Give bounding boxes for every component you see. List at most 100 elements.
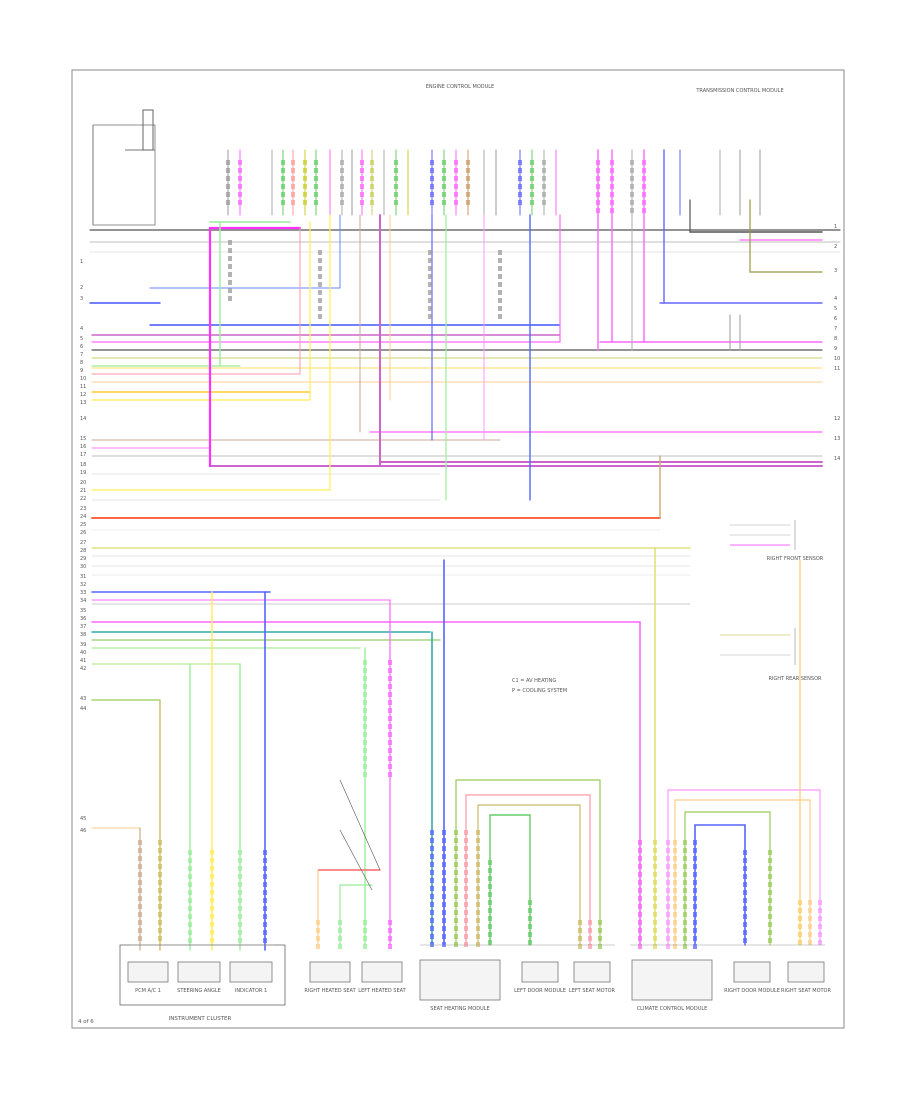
pin-segment: [673, 880, 677, 885]
pin-segment: [488, 892, 492, 897]
pin-segment: [388, 700, 392, 705]
pin-segment: [454, 200, 458, 205]
pin-segment: [360, 184, 364, 189]
pin-segment: [464, 854, 468, 859]
left-pin-number: 37: [80, 624, 86, 630]
pin-segment: [454, 934, 458, 939]
pin-segment: [291, 192, 295, 197]
component-label: RIGHT HEATED SEAT: [304, 988, 356, 994]
pin-segment: [442, 934, 446, 939]
pin-segment: [314, 176, 318, 181]
pin-segment: [693, 888, 697, 893]
pin-segment: [673, 920, 677, 925]
pin-segment: [238, 898, 242, 903]
pin-segment: [653, 848, 657, 853]
pin-segment: [430, 160, 434, 165]
pin-segment: [818, 940, 822, 945]
pin-segment: [303, 168, 307, 173]
pin-segment: [518, 168, 522, 173]
pin-segment: [238, 176, 242, 181]
pin-segment: [638, 848, 642, 853]
pin-segment: [598, 936, 602, 941]
pin-segment: [226, 184, 230, 189]
pin-segment: [476, 830, 480, 835]
pin-segment: [653, 912, 657, 917]
pin-segment: [360, 192, 364, 197]
pin-segment: [638, 944, 642, 949]
component-label: LEFT SEAT MOTOR: [569, 988, 616, 994]
left-pin-number: 4: [80, 326, 83, 332]
pin-segment: [768, 866, 772, 871]
pin-segment: [673, 864, 677, 869]
pin-segment: [693, 864, 697, 869]
pin-segment: [693, 880, 697, 885]
pin-segment: [666, 872, 670, 877]
left-pin-number: 40: [80, 650, 86, 656]
pin-segment: [430, 176, 434, 181]
pin-segment: [466, 200, 470, 205]
pin-segment: [630, 168, 634, 173]
right-pin-number: 10: [834, 356, 840, 362]
pin-segment: [530, 176, 534, 181]
pin-segment: [673, 896, 677, 901]
left-pin-number: 2: [80, 285, 83, 291]
pin-segment: [666, 856, 670, 861]
pin-segment: [542, 168, 546, 173]
pin-segment: [638, 936, 642, 941]
pin-segment: [430, 854, 434, 859]
component-label: LEFT HEATED SEAT: [358, 988, 406, 994]
left-pin-number: 1: [80, 259, 83, 265]
pin-segment: [388, 920, 392, 925]
component-label: ENGINE CONTROL MODULE: [426, 84, 494, 90]
pin-segment: [388, 740, 392, 745]
pin-segment: [683, 904, 687, 909]
pin-segment: [596, 200, 600, 205]
left-pin-number: 25: [80, 522, 86, 528]
pin-segment: [318, 290, 322, 295]
component-box: [631, 959, 713, 1001]
pin-segment: [673, 872, 677, 877]
pin-segment: [394, 192, 398, 197]
pin-segment: [653, 840, 657, 845]
pin-segment: [228, 296, 232, 301]
pin-segment: [370, 192, 374, 197]
pin-segment: [598, 920, 602, 925]
left-pin-number: 26: [80, 530, 86, 536]
pin-segment: [340, 200, 344, 205]
pin-segment: [528, 916, 532, 921]
pin-segment: [464, 918, 468, 923]
pin-segment: [158, 904, 162, 909]
pin-segment: [318, 258, 322, 263]
pin-segment: [666, 912, 670, 917]
pin-segment: [442, 942, 446, 947]
pin-segment: [442, 184, 446, 189]
pin-segment: [226, 176, 230, 181]
pin-segment: [281, 200, 285, 205]
pin-segment: [488, 940, 492, 945]
pin-segment: [476, 934, 480, 939]
pin-segment: [693, 928, 697, 933]
pin-segment: [442, 846, 446, 851]
pin-segment: [363, 684, 367, 689]
pin-segment: [454, 160, 458, 165]
pin-segment: [281, 160, 285, 165]
component-label: RIGHT DOOR MODULE: [724, 988, 780, 994]
pin-segment: [238, 866, 242, 871]
right-pin-number: 14: [834, 456, 840, 462]
left-pin-number: 6: [80, 344, 83, 350]
left-pin-number: 29: [80, 556, 86, 562]
left-pin-number: 13: [80, 400, 86, 406]
pin-segment: [318, 314, 322, 319]
pin-segment: [464, 870, 468, 875]
pin-segment: [476, 918, 480, 923]
pin-segment: [158, 872, 162, 877]
pin-segment: [693, 912, 697, 917]
component-box: [309, 961, 351, 983]
left-pin-number: 32: [80, 582, 86, 588]
component-label: SEAT HEATING MODULE: [430, 1006, 489, 1012]
pin-segment: [464, 902, 468, 907]
pin-segment: [488, 916, 492, 921]
pin-segment: [363, 764, 367, 769]
pin-segment: [743, 866, 747, 871]
